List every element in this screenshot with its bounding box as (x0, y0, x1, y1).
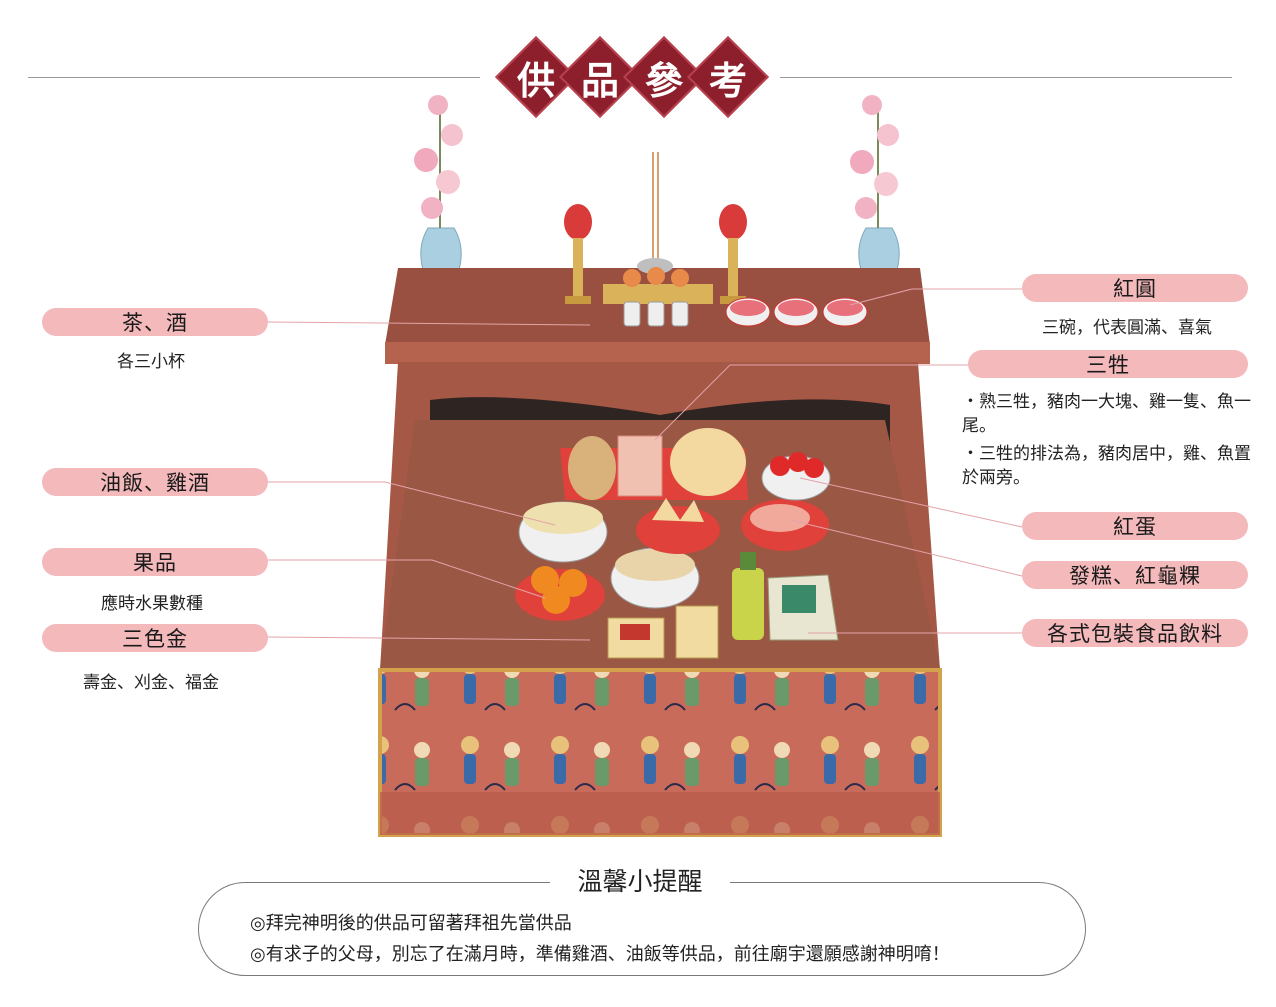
label-packaged: 各式包裝食品飲料 (1022, 619, 1248, 647)
label-red-round: 紅圓 (1022, 274, 1248, 302)
label-gold: 三色金 (42, 624, 268, 652)
oil-rice-bowl (518, 501, 608, 563)
title-rule-right (780, 77, 1232, 78)
candle-left (564, 204, 592, 304)
left-flower-vase (414, 95, 463, 296)
red-round-bowls (725, 297, 868, 327)
title-char-3: 參 (644, 57, 683, 103)
right-flower-vase (850, 95, 900, 296)
red-eggs-bowl (761, 452, 831, 501)
fruit-plate (515, 566, 605, 621)
title-char-1: 供 (516, 57, 555, 103)
title-rule-left (28, 77, 480, 78)
tips-line-1: ◎拜完神明後的供品可留著拜祖先當供品 (250, 913, 572, 934)
three-sacrifices-tray (560, 428, 748, 500)
packaged-goods (607, 552, 839, 659)
label-red-egg: 紅蛋 (1022, 512, 1248, 540)
label-oil-rice: 油飯、雞酒 (42, 468, 268, 496)
note-fruit: 應時水果數種 (101, 594, 203, 614)
leader-lines (267, 288, 1023, 641)
note-gold: 壽金、刈金、福金 (83, 673, 219, 693)
label-three-sacrifices: 三牲 (968, 350, 1248, 378)
tips-line-2: ◎有求子的父母，別忘了在滿月時，準備雞酒、油飯等供品，前往廟宇還願感謝神明唷！ (250, 944, 950, 965)
note-red-round: 三碗，代表圓滿、喜氣 (1042, 318, 1212, 338)
bullet-three-sacrifices-2: ・三牲的排法為，豬肉居中，雞、魚置於兩旁。 (962, 444, 1251, 488)
label-fruit: 果品 (42, 548, 268, 576)
label-cakes: 發糕、紅龜粿 (1022, 561, 1248, 589)
title-char-2: 品 (580, 57, 619, 103)
label-tea-wine: 茶、酒 (42, 308, 268, 336)
tips-title: 溫馨小提醒 (550, 862, 730, 898)
title-char-4: 考 (708, 57, 747, 103)
note-tea-wine: 各三小杯 (117, 352, 185, 372)
chicken-wine-bowl (610, 547, 700, 609)
cakes-plate (636, 498, 829, 554)
bullet-three-sacrifices-1: ・熟三牲，豬肉一大塊、雞一隻、魚一尾。 (962, 392, 1251, 436)
candle-right (719, 204, 747, 304)
